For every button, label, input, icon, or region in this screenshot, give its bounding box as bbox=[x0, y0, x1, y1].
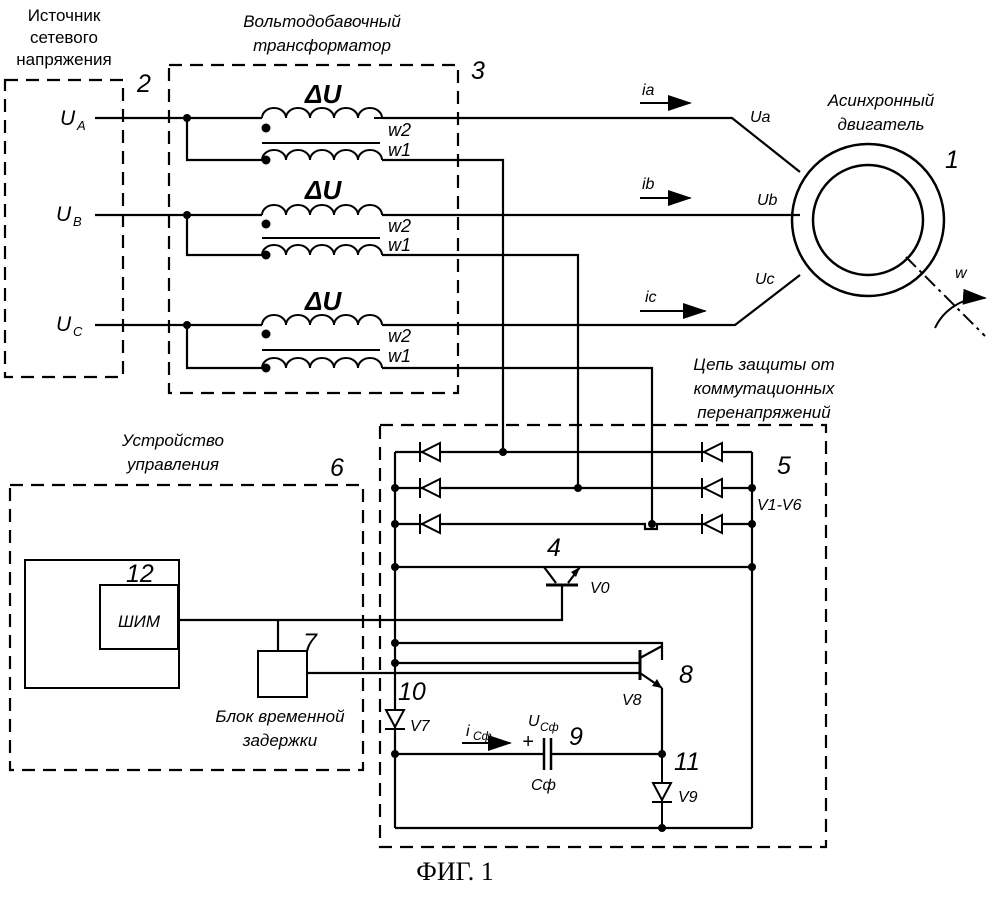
motor-label: Асинхронный двигатель bbox=[827, 91, 935, 134]
plus-sign: + bbox=[522, 731, 534, 753]
ref-3: 3 bbox=[471, 57, 485, 85]
svg-text:Асинхронный: Асинхронный bbox=[827, 91, 935, 110]
diode-bridge bbox=[391, 442, 756, 828]
ref-7: 7 bbox=[303, 629, 318, 657]
svg-text:задержки: задержки bbox=[242, 731, 318, 750]
pwm-label: ШИМ bbox=[118, 612, 161, 631]
transformer-label: Вольтодобавочный трансформатор bbox=[243, 12, 401, 55]
w2-b: w2 bbox=[388, 216, 411, 236]
delta-u-c: ΔU bbox=[304, 286, 342, 316]
transformer-windings bbox=[262, 108, 383, 373]
voltage-UB: U B bbox=[56, 203, 82, 229]
svg-text:сетевого: сетевого bbox=[30, 28, 98, 47]
delta-u-a: ΔU bbox=[304, 79, 342, 109]
ref-12: 12 bbox=[126, 560, 154, 588]
bottom-rail bbox=[395, 824, 752, 832]
svg-text:Устройство: Устройство bbox=[121, 431, 224, 450]
label-v1-v6: V1-V6 bbox=[757, 497, 802, 514]
delay-box bbox=[258, 651, 307, 697]
svg-text:A: A bbox=[76, 118, 86, 133]
w1-a: w1 bbox=[388, 140, 411, 160]
svg-text:Cф: Cф bbox=[540, 720, 559, 734]
svg-text:U: U bbox=[56, 313, 72, 336]
current-ia: ia bbox=[642, 82, 655, 99]
svg-text:перенапряжений: перенапряжений bbox=[697, 403, 831, 422]
w1-c: w1 bbox=[388, 346, 411, 366]
current-icf: i Cф bbox=[466, 723, 492, 743]
label-v9: V9 bbox=[678, 789, 698, 806]
svg-text:U: U bbox=[528, 713, 540, 730]
svg-text:Блок временной: Блок временной bbox=[215, 707, 345, 726]
ref-8: 8 bbox=[679, 661, 693, 689]
diode-v7 bbox=[385, 710, 405, 729]
current-ic: ic bbox=[645, 289, 657, 306]
ref-5: 5 bbox=[777, 452, 791, 480]
svg-text:U: U bbox=[60, 107, 76, 130]
voltage-Ua: Ua bbox=[750, 109, 771, 126]
svg-text:управления: управления bbox=[126, 455, 219, 474]
label-v0: V0 bbox=[590, 580, 610, 597]
svg-text:двигатель: двигатель bbox=[838, 115, 925, 134]
w2-a: w2 bbox=[388, 120, 411, 140]
source-label: Источник сетевого напряжения bbox=[16, 6, 111, 69]
svg-text:Cф: Cф bbox=[473, 729, 492, 743]
label-v8: V8 bbox=[622, 692, 642, 709]
ref-6: 6 bbox=[330, 454, 344, 482]
transformer-block bbox=[169, 65, 458, 393]
svg-text:напряжения: напряжения bbox=[16, 50, 111, 69]
motor-feed-lines bbox=[382, 118, 800, 528]
svg-text:трансформатор: трансформатор bbox=[253, 36, 391, 55]
ref-4: 4 bbox=[547, 534, 561, 562]
w2-c: w2 bbox=[388, 326, 411, 346]
svg-text:U: U bbox=[56, 203, 72, 226]
svg-text:C: C bbox=[73, 324, 83, 339]
voltage-UA: U A bbox=[60, 107, 86, 133]
svg-text:Источник: Источник bbox=[28, 6, 101, 25]
label-v7: V7 bbox=[410, 718, 431, 735]
label-cf: Cф bbox=[531, 777, 556, 794]
phase-lines bbox=[95, 114, 262, 368]
diode-v9 bbox=[652, 754, 672, 828]
voltage-Uc: Uc bbox=[755, 271, 775, 288]
svg-text:Вольтодобавочный: Вольтодобавочный bbox=[243, 12, 401, 31]
transistor-v0 bbox=[391, 563, 756, 603]
svg-text:B: B bbox=[73, 214, 82, 229]
voltage-Ub: Ub bbox=[757, 192, 778, 209]
control-label: Устройство управления bbox=[121, 431, 224, 474]
ref-2: 2 bbox=[136, 70, 151, 98]
current-arrows bbox=[640, 103, 705, 311]
control-block bbox=[10, 485, 363, 770]
svg-text:Цепь защиты от: Цепь защиты от bbox=[693, 355, 834, 374]
rotation-w: w bbox=[955, 265, 968, 282]
figure-caption: ФИГ. 1 bbox=[416, 857, 493, 886]
svg-text:i: i bbox=[466, 723, 470, 740]
ref-1: 1 bbox=[945, 146, 959, 174]
protection-label: Цепь защиты от коммутационных перенапряж… bbox=[693, 355, 835, 422]
delay-label: Блок временной задержки bbox=[215, 707, 345, 750]
ref-9: 9 bbox=[569, 723, 583, 751]
voltage-UC: U C bbox=[56, 313, 83, 339]
ref-10: 10 bbox=[398, 678, 426, 706]
w1-b: w1 bbox=[388, 235, 411, 255]
current-ib: ib bbox=[642, 176, 655, 193]
delta-u-b: ΔU bbox=[304, 175, 342, 205]
ref-11: 11 bbox=[674, 748, 700, 776]
svg-text:коммутационных: коммутационных bbox=[694, 379, 835, 398]
